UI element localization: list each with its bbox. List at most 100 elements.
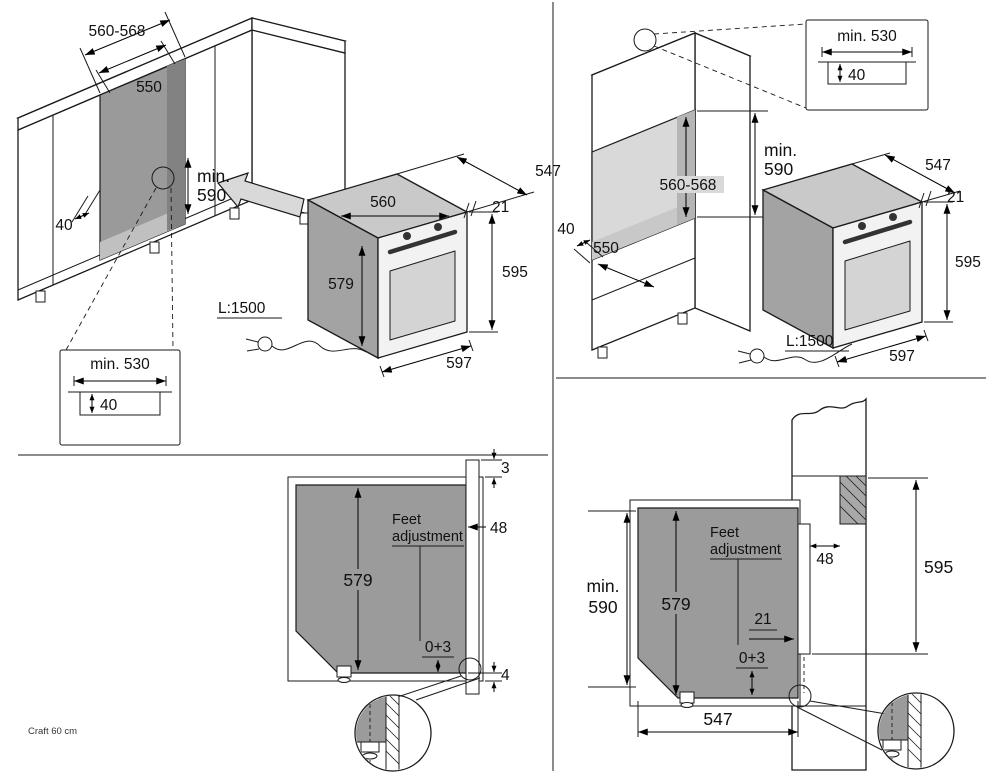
power-plug-icon	[749, 348, 765, 364]
dim-inner-depth: 550	[593, 240, 655, 288]
dim-frame-offset: 21	[463, 199, 509, 219]
quadrant-tall-cabinet: min. 530 40 min. 590 560-568 40 550	[557, 19, 981, 368]
oven-knob	[858, 222, 866, 230]
dim-label-oven-top-width: 560	[370, 194, 396, 211]
dim-label-min: min.	[764, 140, 797, 160]
dim-oven-height: 595	[469, 211, 528, 333]
dim-label-cabinet-width: 560-568	[89, 23, 146, 40]
dim-oven-depth: 547	[396, 153, 561, 213]
cutout-detail-inset-top: min. 530 40	[805, 19, 929, 111]
insertion-arrow	[216, 172, 305, 218]
oven-knob	[434, 223, 442, 231]
foot-detail-circle	[354, 694, 432, 772]
inset-label-min-width: min. 530	[90, 356, 150, 373]
cord-length-label: L:1500	[786, 333, 834, 350]
inset-label-recess-depth: 40	[848, 67, 866, 84]
dim-panel-depth: 48	[468, 520, 507, 537]
footer-note: Craft 60 cm	[28, 726, 77, 737]
dim-min-depth: min. 590	[586, 510, 636, 688]
oven-handle	[387, 229, 458, 255]
dim-frame-offset: 21	[918, 189, 964, 209]
dim-cavity-height: 579	[336, 488, 380, 670]
feet-adjustment: Feet adjustment	[392, 512, 464, 641]
dim-label-frame-offset: 21	[492, 199, 509, 216]
dim-label-frame-offset: 21	[754, 611, 771, 628]
dim-front-clearance: 40	[55, 189, 101, 234]
dim-label-min-value: 590	[197, 185, 226, 205]
dim-label-inner-depth: 550	[593, 240, 619, 257]
cord-length-label: L:1500	[218, 300, 266, 317]
tall-cabinet-isometric	[590, 32, 752, 359]
corner-locator-circle	[458, 657, 482, 681]
dim-oven-height: 595	[812, 477, 953, 655]
adjustable-foot	[679, 691, 695, 704]
dim-label-panel-depth: 48	[816, 551, 833, 568]
dim-label-top-gap: 3	[501, 460, 510, 477]
dim-label-oven-width: 597	[889, 348, 915, 365]
feet-label-2: adjustment	[392, 529, 463, 545]
dim-label-front-clearance: 40	[557, 221, 575, 238]
quadrant-section-base: 3 Feet adjustment 48 579 0+3 4	[287, 449, 510, 772]
oven-knob	[889, 213, 897, 221]
base-cabinet-isometric	[15, 17, 348, 303]
oven-knob	[403, 232, 411, 240]
feet-adjustment: Feet adjustment	[710, 525, 782, 645]
dim-label-oven-height: 595	[955, 254, 981, 271]
dim-frame-offset: 21	[749, 611, 794, 643]
dim-oven-width: 597	[834, 329, 929, 368]
dim-label-min: min.	[586, 576, 619, 596]
dim-cavity-height: 579	[653, 511, 699, 695]
dim-label-panel-depth: 48	[490, 520, 507, 537]
dim-label-front-clearance: 40	[55, 217, 73, 234]
dim-oven-front-height: 579	[328, 246, 366, 346]
power-plug-icon	[257, 336, 273, 352]
dim-label-oven-width: 597	[446, 355, 472, 372]
corner-locator-circle	[788, 684, 812, 708]
dim-oven-width: 597	[379, 339, 474, 378]
oven-isometric-right	[761, 163, 924, 350]
inset-label-min-width: min. 530	[837, 28, 897, 45]
dim-panel-depth: 48	[810, 543, 840, 568]
locator-circle	[151, 166, 175, 190]
dim-oven-width: 547	[637, 701, 799, 737]
dim-opening-width: 550	[95, 40, 176, 96]
dim-top-gap: 3	[481, 449, 510, 488]
cord-length: L:1500	[785, 333, 849, 352]
feet-label-1: Feet	[710, 525, 739, 541]
adjustable-foot	[336, 665, 352, 678]
oven-door-glass	[389, 250, 456, 341]
oven-door-section	[797, 523, 811, 655]
dim-label-opening-width: 550	[136, 79, 162, 96]
dim-min-depth: min. 590	[697, 110, 797, 218]
dim-label-cavity-height: 579	[343, 570, 372, 590]
inset-label-recess-depth: 40	[100, 397, 118, 414]
dim-bottom-gap: 4	[468, 662, 510, 692]
dim-label-oven-height: 595	[502, 264, 528, 281]
power-cord	[245, 336, 367, 353]
dim-label-bottom-gap: 4	[501, 667, 510, 684]
dim-front-clearance: 40	[557, 221, 604, 264]
oven-door-glass	[844, 240, 911, 331]
dim-foot-adjust: 0+3	[736, 650, 768, 695]
dim-oven-height: 595	[924, 201, 981, 323]
dim-label-min-value: 590	[764, 159, 793, 179]
locator-circle	[633, 28, 657, 52]
oven-section-gray	[295, 484, 467, 674]
dim-label-oven-height: 595	[924, 557, 953, 577]
dim-label-foot-adjust: 0+3	[739, 650, 765, 667]
dim-label-oven-depth: 547	[925, 157, 951, 174]
feet-label-2: adjustment	[710, 542, 781, 558]
power-cord	[737, 343, 853, 364]
dim-label-frame-offset: 21	[947, 189, 964, 206]
dim-label-oven-width: 547	[703, 709, 732, 729]
divider-lines	[18, 2, 986, 771]
dim-label-min: min.	[197, 166, 230, 186]
cord-length: L:1500	[217, 300, 282, 319]
front-panel	[465, 459, 480, 695]
dim-oven-top-width: 560	[341, 194, 449, 220]
feet-label-1: Feet	[392, 512, 421, 528]
dim-label-oven-depth: 547	[535, 163, 561, 180]
dim-label-cavity-height: 579	[661, 594, 690, 614]
